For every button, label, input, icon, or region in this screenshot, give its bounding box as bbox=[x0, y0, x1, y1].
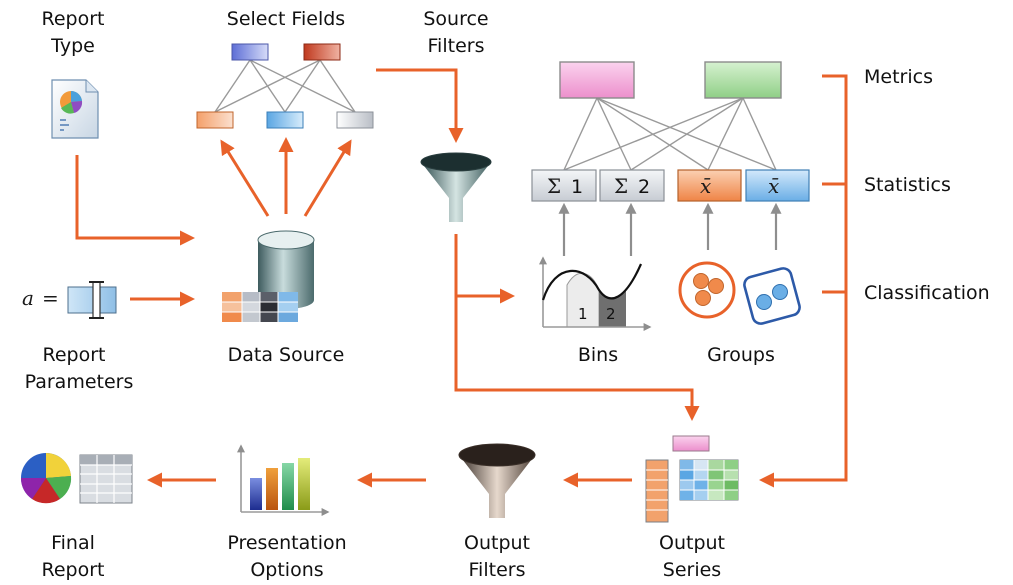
statistic-sum-1: Σ 1 bbox=[531, 169, 597, 202]
label-classification: Classification bbox=[864, 282, 990, 304]
metric-box-green bbox=[704, 61, 782, 99]
bracket-right bbox=[759, 74, 848, 488]
groups-blue-square-icon bbox=[743, 267, 801, 325]
label-metrics: Metrics bbox=[864, 66, 933, 88]
label-presentation-options-line2: Options bbox=[250, 559, 323, 581]
data-source-grid bbox=[222, 292, 298, 322]
bins-chart-icon: 1 2 bbox=[539, 256, 652, 331]
label-report-type-line1: Report bbox=[42, 8, 105, 30]
sum2-symbol: Σ bbox=[614, 174, 628, 198]
output-filter-funnel-icon bbox=[458, 443, 536, 518]
field-box-orange bbox=[196, 111, 234, 129]
flow-arrows bbox=[75, 68, 848, 488]
final-report-pie bbox=[20, 452, 72, 504]
output-series-column bbox=[645, 459, 669, 523]
sum2-number: 2 bbox=[638, 176, 650, 198]
label-data-source: Data Source bbox=[228, 344, 345, 366]
label-output-filters-line2: Filters bbox=[469, 559, 526, 581]
metrics-connectors bbox=[563, 97, 777, 171]
label-output-series-line1: Output bbox=[659, 532, 725, 554]
report-document-icon bbox=[51, 79, 99, 139]
field-box-gray bbox=[336, 111, 374, 129]
select-fields-icon bbox=[196, 43, 374, 129]
mean-symbol-blue: x̄ bbox=[768, 174, 779, 198]
label-report-type-line2: Type bbox=[50, 35, 95, 57]
field-box-blue bbox=[266, 111, 304, 129]
label-report-parameters-line1: Report bbox=[43, 344, 106, 366]
arrow-data-source-to-field-orange bbox=[220, 139, 270, 217]
bin-1-label: 1 bbox=[578, 305, 588, 323]
sum1-symbol: Σ bbox=[547, 174, 561, 198]
stat-up-arrows bbox=[558, 202, 782, 256]
groups-orange-circle-icon bbox=[678, 261, 736, 319]
statistic-sum-2: Σ 2 bbox=[599, 169, 665, 202]
output-series-grid bbox=[679, 459, 739, 501]
arrow-filter-to-bins bbox=[454, 234, 515, 304]
final-report-table bbox=[79, 454, 133, 504]
presentation-chart-icon bbox=[237, 444, 330, 516]
label-source-filters-line2: Filters bbox=[428, 35, 485, 57]
label-final-report-line1: Final bbox=[51, 532, 95, 554]
sum1-number: 1 bbox=[571, 176, 583, 198]
parameter-equals: = bbox=[42, 286, 59, 310]
report-parameters-icon: a = bbox=[22, 281, 117, 319]
label-output-series-line2: Series bbox=[663, 559, 721, 581]
arrow-filter-to-output-series bbox=[454, 296, 700, 421]
arrow-fields-to-source-filter bbox=[376, 68, 464, 143]
metric-box-pink bbox=[559, 61, 635, 99]
label-report-parameters-line2: Parameters bbox=[25, 371, 134, 393]
label-source-filters-line1: Source bbox=[423, 8, 488, 30]
label-groups: Groups bbox=[707, 344, 775, 366]
bin-2-label: 2 bbox=[606, 305, 616, 323]
select-fields-connectors bbox=[214, 59, 356, 113]
output-series-icon bbox=[645, 435, 739, 523]
mean-symbol-orange: x̄ bbox=[700, 174, 711, 198]
label-select-fields: Select Fields bbox=[227, 8, 345, 30]
arrow-report-type-to-data-source bbox=[75, 155, 195, 246]
label-final-report-line2: Report bbox=[42, 559, 105, 581]
label-presentation-options-line1: Presentation bbox=[227, 532, 346, 554]
label-output-filters-line1: Output bbox=[464, 532, 530, 554]
field-box-blue-top bbox=[231, 43, 269, 61]
statistic-mean-blue: x̄ bbox=[745, 169, 810, 202]
source-filter-funnel-icon bbox=[420, 152, 492, 222]
label-statistics: Statistics bbox=[864, 174, 951, 196]
labels: Report Type Select Fields Source Filters… bbox=[25, 8, 990, 581]
final-report-icon bbox=[20, 452, 133, 504]
parameter-symbol: a bbox=[22, 286, 34, 310]
label-bins: Bins bbox=[578, 344, 618, 366]
statistic-mean-orange: x̄ bbox=[677, 169, 742, 202]
data-source-icon bbox=[222, 230, 315, 322]
field-box-red-top bbox=[303, 43, 341, 61]
arrow-data-source-to-field-gray bbox=[303, 139, 352, 217]
